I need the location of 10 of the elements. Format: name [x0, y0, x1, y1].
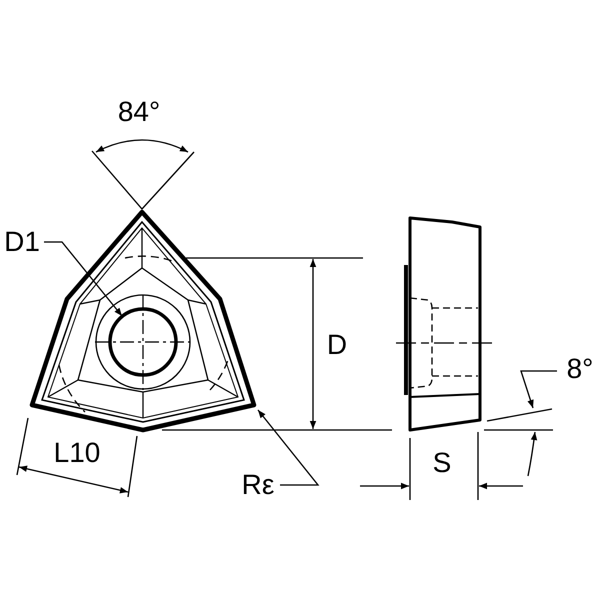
dimension-label: L10 [52, 436, 102, 470]
callout-label: D1 [0, 226, 44, 258]
leader-line [258, 410, 320, 486]
hole-circle [108, 307, 178, 377]
callout-label: Rε [236, 469, 280, 501]
angle-dimension: 84° [116, 96, 162, 128]
angle-dimension: 8° [566, 352, 594, 386]
dimension-label: D [326, 328, 348, 362]
dimension-label: S [432, 446, 452, 480]
leader-line [44, 241, 122, 316]
